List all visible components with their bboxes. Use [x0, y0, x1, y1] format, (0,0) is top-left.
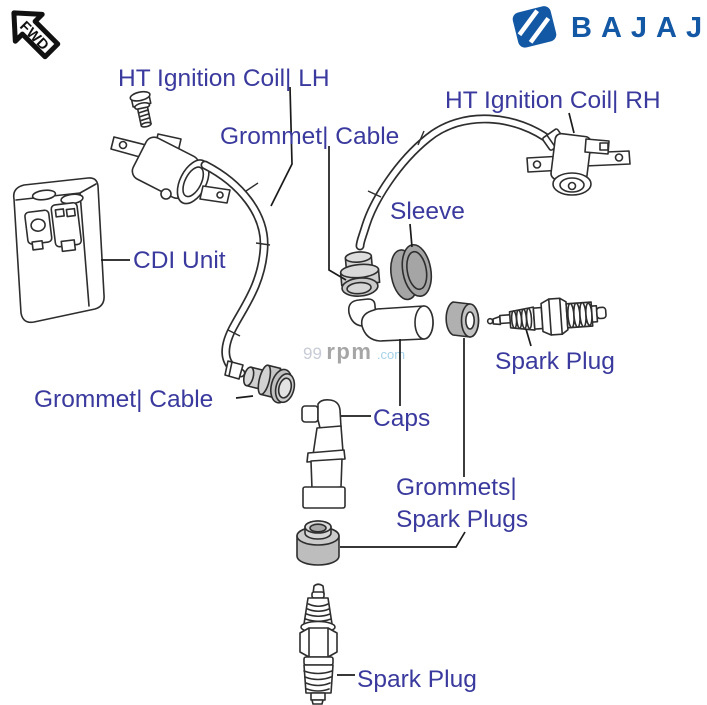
leader-spark-plug-right — [525, 328, 532, 347]
label-sleeve: Sleeve — [390, 198, 465, 225]
label-grommets-spark-plugs-line2: Spark Plugs — [396, 506, 528, 533]
label-caps: Caps — [373, 405, 430, 432]
cdi-unit-drawing — [12, 177, 105, 324]
spark-plug-right-drawing — [486, 297, 607, 336]
watermark: 99 rpm .com — [303, 339, 405, 364]
cap-horizontal-drawing — [347, 298, 434, 342]
spark-plug-bottom-drawing — [299, 583, 338, 705]
bajaj-wordmark: BAJAJ — [571, 12, 707, 44]
rh-coil-cable-drawing — [355, 114, 557, 251]
label-ht-ignition-coil-lh: HT Ignition Coil| LH — [118, 65, 330, 92]
ht-ignition-coil-rh-drawing — [526, 128, 631, 196]
cap-vertical-drawing — [301, 399, 346, 509]
label-grommet-cable-left: Grommet| Cable — [34, 386, 213, 413]
bajaj-logo-icon — [512, 6, 557, 48]
label-cdi-unit: CDI Unit — [133, 247, 226, 274]
leader-ht-coil-lh — [270, 86, 293, 207]
grommet-spark-plug-bottom-drawing — [296, 520, 340, 566]
leader-ht-coil-rh — [568, 112, 575, 134]
leader-grommet-cable-top — [328, 146, 347, 281]
bajaj-logo: BAJAJ — [512, 6, 707, 48]
sleeve-drawing — [390, 243, 433, 301]
grommet-cable-top-drawing — [339, 251, 381, 297]
label-grommet-cable-top: Grommet| Cable — [220, 123, 399, 150]
lh-coil-cable-drawing — [200, 160, 271, 380]
ht-ignition-coil-lh-drawing — [110, 133, 231, 205]
grommet-spark-plug-right-drawing — [445, 301, 480, 338]
grommet-cable-left-drawing — [242, 364, 296, 404]
label-grommets-spark-plugs-line1: Grommets| — [396, 474, 517, 501]
leader-sleeve — [409, 223, 413, 248]
label-spark-plug-bottom: Spark Plug — [357, 666, 477, 693]
leader-grommet-cable-left — [235, 395, 254, 399]
fwd-direction-badge: FWD — [11, 10, 61, 60]
label-ht-ignition-coil-rh: HT Ignition Coil| RH — [445, 87, 661, 114]
fwd-arrow-icon — [11, 10, 61, 60]
bolt-drawing — [129, 90, 152, 128]
label-spark-plug-right: Spark Plug — [495, 348, 615, 375]
leader-grommet-bottom — [340, 531, 466, 548]
